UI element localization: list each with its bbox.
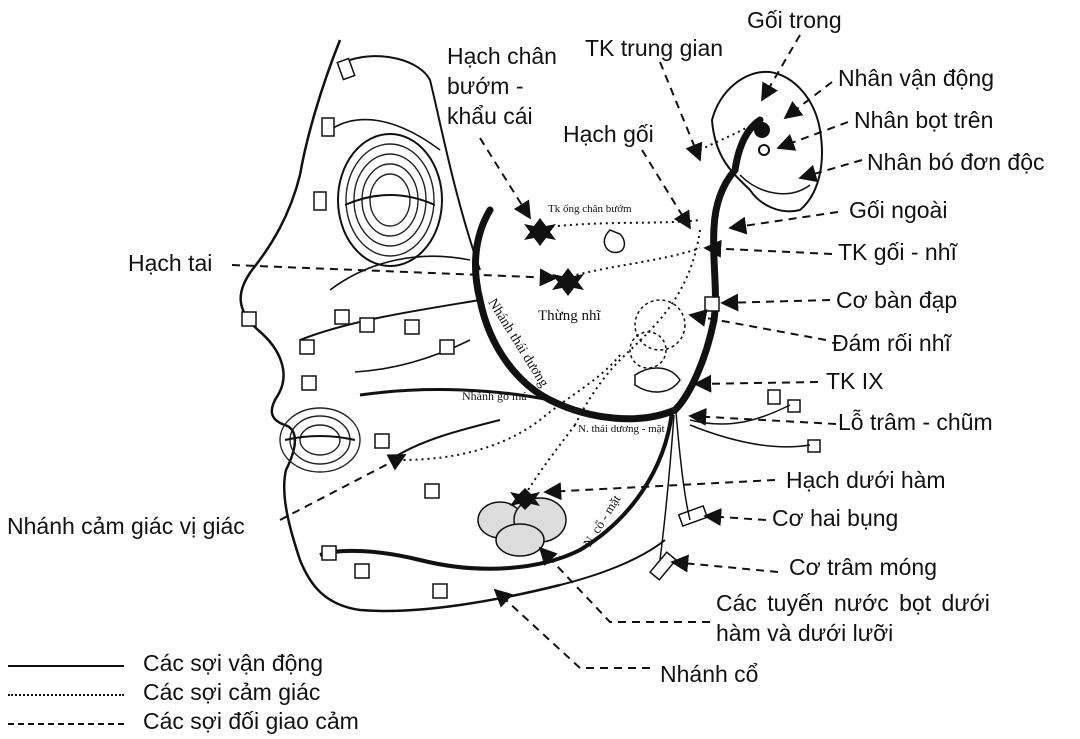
label-cac-tuyen-2: hàm và dưới lưỡi [716, 621, 893, 647]
label-cac-tuyen-1: Các tuyến nước bọt dưới [716, 591, 990, 617]
legend-motor-label: Các sợi vận động [143, 651, 323, 677]
label-goi-trong: Gối trong [747, 8, 842, 34]
tympanic-region [604, 230, 685, 392]
legend-sensory-label: Các sợi cảm giác [143, 680, 320, 706]
label-nhanh-go-ma: Nhánh gò má [462, 389, 527, 403]
label-hach-tai: Hạch tai [128, 251, 212, 277]
label-dam-roi-nhi: Đám rối nhĩ [832, 331, 951, 357]
label-lo-tram-chum: Lỗ trâm - chũm [838, 410, 993, 436]
label-nhan-bot-tren: Nhân bọt trên [854, 108, 993, 134]
label-hach-chan-buom-1: Hạch chân [447, 44, 557, 70]
label-hach-chan-buom-2: bướm - [447, 74, 523, 100]
label-hach-chan-buom-3: khẩu cái [447, 104, 533, 130]
label-co-ban-dap: Cơ bàn đạp [836, 288, 957, 314]
label-co-hai-bung: Cơ hai bụng [772, 506, 898, 532]
legend-dashed-line [8, 723, 124, 725]
label-nhan-bo-don-doc: Nhân bó đơn độc [867, 150, 1045, 176]
label-hach-goi: Hạch gối [563, 122, 654, 148]
legend-solid-line [8, 665, 124, 667]
label-co-tram-mong: Cơ trâm móng [789, 555, 937, 581]
brainstem [712, 72, 822, 211]
label-tk-goi-nhi: TK gối - nhĩ [838, 240, 957, 266]
mouth-orbicularis [280, 408, 360, 472]
facial-nerve-trunk [475, 120, 760, 419]
eye-orbicularis [338, 134, 442, 266]
label-tk-trung-gian: TK trung gian [585, 36, 723, 62]
label-n-thai-duong-mat: N. thái dương - mặt [578, 423, 665, 435]
label-nhanh-co: Nhánh cổ [660, 662, 758, 688]
label-hach-duoi-ham: Hạch dưới hàm [786, 468, 946, 494]
legend-dotted-line [8, 694, 124, 696]
label-goi-ngoai: Gối ngoài [849, 198, 947, 224]
label-thung-nhi: Thừng nhĩ [538, 308, 602, 324]
label-tk-ix: TK IX [826, 369, 884, 395]
label-nhanh-cam-giac-vi-giac: Nhánh cảm giác vị giác [7, 514, 245, 540]
legend-parasympathetic-label: Các sợi đối giao cảm [143, 709, 359, 735]
label-tk-ong-chan-buom: Tk ống chân bướm [548, 203, 632, 215]
label-nhan-van-dong: Nhân vận động [838, 66, 994, 92]
